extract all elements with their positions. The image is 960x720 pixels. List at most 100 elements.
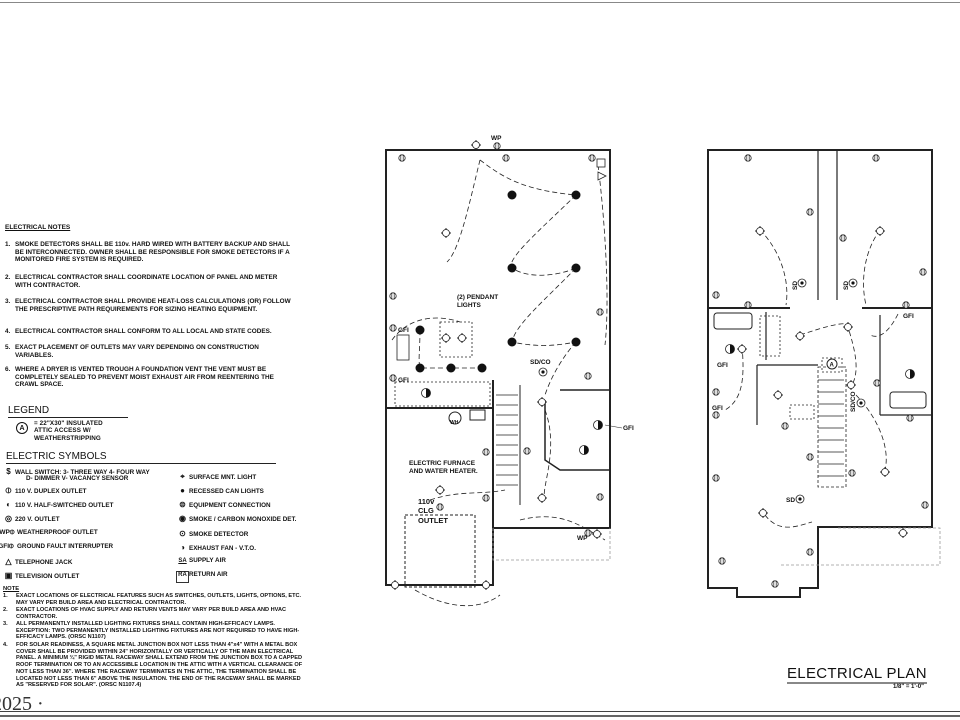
recessed-can-light-icon: ● xyxy=(180,486,185,495)
symbol-label: WALL SWITCH: 3- THREE WAY 4- FOUR WAY xyxy=(15,469,150,476)
electrical-note: 3. ELECTRICAL CONTRACTOR SHALL PROVIDE HE… xyxy=(5,298,295,313)
note-number: 6. xyxy=(5,366,11,373)
label-electric-furnace: ELECTRIC FURNACE xyxy=(409,460,476,467)
label-clg-outlet: OUTLET xyxy=(418,516,448,525)
label-sd: SD xyxy=(843,281,850,290)
first-floor-plan xyxy=(385,149,611,607)
label-clg-outlet: 110v xyxy=(418,497,435,506)
symbol-label: EXHAUST FAN - V.T.O. xyxy=(189,545,256,552)
gfi-outlet-icon: GFI⦶ xyxy=(0,543,14,550)
first-floor-fixtures xyxy=(389,139,607,591)
label-water-heater: WH xyxy=(450,420,459,426)
bottom-note: 2.EXACT LOCATIONS OF HVAC SUPPLY AND RET… xyxy=(3,607,313,620)
note-text: ELECTRICAL CONTRACTOR SHALL COORDINATE L… xyxy=(15,274,278,289)
note-number: 1. xyxy=(5,241,11,248)
220v-outlet-icon: ◎ xyxy=(5,514,12,523)
symbol-label: 110 V. DUPLEX OUTLET xyxy=(15,488,87,495)
note-number: 3. xyxy=(5,298,11,305)
electrical-note: 6. WHERE A DRYER IS VENTED TROUGH A FOUND… xyxy=(5,366,295,389)
smoke-co-detector-icon: ◉ xyxy=(179,514,186,523)
legend-line: ATTIC ACCESS W/ xyxy=(34,427,91,435)
note-text: FOR SOLAR READINESS, A SQUARE METAL JUNC… xyxy=(16,642,303,689)
attic-access-icon xyxy=(826,358,838,370)
bottom-note: 3. ALL PERMANENTLY INSTALLED LIGHTING FIX… xyxy=(3,621,313,641)
label-gfi: GFI xyxy=(903,313,914,320)
television-outlet-icon xyxy=(596,158,606,168)
symbol-label: SURFACE MNT. LIGHT xyxy=(189,474,257,481)
note-text: ELECTRICAL CONTRACTOR SHALL PROVIDE HEAT… xyxy=(15,298,291,313)
label-gfi: GFI xyxy=(623,425,634,432)
label-clg-outlet: CLG xyxy=(418,506,434,515)
note-heading: NOTE xyxy=(3,586,20,592)
note-number: 1. xyxy=(3,593,8,599)
note-number: 2. xyxy=(5,274,11,281)
equipment-connection-icon: ⊜ xyxy=(179,500,186,509)
symbol-row: ⊜EQUIPMENT CONNECTION xyxy=(176,500,271,509)
symbol-row: ⌖ SURFACE MNT. LIGHT xyxy=(176,472,256,482)
sheet-top-border xyxy=(0,2,960,3)
telephone-jack-icon xyxy=(597,171,607,181)
note-text: EXACT LOCATIONS OF ELECTRICAL FEATURES S… xyxy=(16,593,302,606)
symbol-label: TELEVISION OUTLET xyxy=(15,573,80,580)
symbol-label: SMOKE / CARBON MONOXIDE DET. xyxy=(189,516,297,523)
half-switched-outlet-icon: ◐ xyxy=(6,500,11,509)
label-attic-access: A xyxy=(830,363,835,369)
symbol-label: RECESSED CAN LIGHTS xyxy=(189,488,264,495)
bottom-note: 4. FOR SOLAR READINESS, A SQUARE METAL JU… xyxy=(3,642,313,689)
electrical-note: 5. EXACT PLACEMENT OF OUTLETS MAY VARY DE… xyxy=(5,344,295,359)
return-air-icon: RA xyxy=(176,571,189,583)
symbol-row-wall-switch-2: D- DIMMER V- VACANCY SENSOR xyxy=(26,475,128,482)
note-text: ALL PERMANENTLY INSTALLED LIGHTING FIXTU… xyxy=(16,621,300,641)
note-number: 5. xyxy=(5,344,11,351)
sheet-bottom-border xyxy=(0,711,960,717)
wall-switch-icon: $ xyxy=(6,467,11,476)
electric-symbols-heading: ELECTRIC SYMBOLS xyxy=(6,451,276,464)
label-sd-co: SD/CO xyxy=(850,391,857,412)
symbol-row-wall-switch: $ WALL SWITCH: 3- THREE WAY 4- FOUR WAY xyxy=(2,467,150,476)
duplex-outlet-icon: ⦶ xyxy=(5,486,12,495)
drawing-title: ELECTRICAL PLAN xyxy=(787,665,927,684)
symbol-row: ● RECESSED CAN LIGHTS xyxy=(176,486,264,495)
second-floor-labels: SD SD SD SD/CO A GFI GFI GFI xyxy=(712,281,914,504)
note-number: 2. xyxy=(3,607,8,613)
television-outlet-icon: ▣ xyxy=(4,571,13,580)
symbol-label: GROUND FAULT INTERRUPTER xyxy=(17,543,114,550)
symbol-label: RETURN AIR xyxy=(189,571,228,578)
electrical-note: 1. SMOKE DETECTORS SHALL BE 110v. HARD WI… xyxy=(5,241,295,264)
note-number: 4. xyxy=(3,642,8,648)
symbol-row: GFI⦶GROUND FAULT INTERRUPTER xyxy=(0,543,113,551)
smoke-detector-icon: ⊙ xyxy=(179,529,186,538)
symbol-label: SMOKE DETECTOR xyxy=(189,531,249,538)
attic-access-symbol-icon: A xyxy=(16,422,28,434)
second-floor-plan xyxy=(707,149,941,598)
symbol-row: ▣TELEVISION OUTLET xyxy=(2,571,80,580)
supply-air-icon: SA xyxy=(178,558,187,564)
telephone-jack-icon: △ xyxy=(5,557,12,566)
symbol-row: ◎220 V. OUTLET xyxy=(2,514,60,523)
note-number: 3. xyxy=(3,621,8,627)
legend-description: = 22"X30" INSULATED ATTIC ACCESS W/ WEAT… xyxy=(34,420,103,442)
label-sd: SD xyxy=(786,497,795,504)
electrical-notes-heading: ELECTRICAL NOTES xyxy=(5,224,71,231)
symbol-row: ⦶110 V. DUPLEX OUTLET xyxy=(2,486,87,496)
first-floor-labels: WP (2) PENDANT LIGHTS GFI GFI SD/CO WH G… xyxy=(398,135,634,542)
note-number: 4. xyxy=(5,328,11,335)
symbol-label: D- DIMMER V- VACANCY SENSOR xyxy=(26,475,129,482)
label-gfi: GFI xyxy=(398,377,409,384)
label-gfi: GFI xyxy=(717,362,728,369)
symbol-label: EQUIPMENT CONNECTION xyxy=(189,502,271,509)
legend-line: = 22"X30" INSULATED xyxy=(34,420,103,427)
water-heater-icon xyxy=(448,411,462,425)
note-text: SMOKE DETECTORS SHALL BE 110v. HARD WIRE… xyxy=(15,241,290,264)
note-text: WHERE A DRYER IS VENTED TROUGH A FOUNDAT… xyxy=(15,366,274,389)
surface-mount-light-icon: ⌖ xyxy=(180,472,185,481)
symbol-label: 220 V. OUTLET xyxy=(15,516,60,523)
label-wp: WP xyxy=(577,535,588,542)
exhaust-fan-icon: ◑ xyxy=(180,543,185,552)
note-text: EXACT PLACEMENT OF OUTLETS MAY VARY DEPE… xyxy=(15,344,259,359)
note-text: ELECTRICAL CONTRACTOR SHALL CONFORM TO A… xyxy=(15,328,272,335)
label-pendant-lights: LIGHTS xyxy=(457,302,481,309)
symbol-label: WEATHERPROOF OUTLET xyxy=(17,529,98,536)
